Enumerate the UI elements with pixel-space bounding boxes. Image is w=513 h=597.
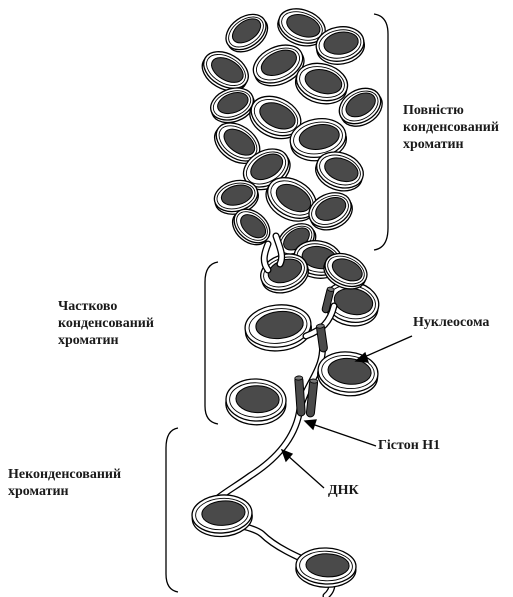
nucleosome-arrow xyxy=(362,336,412,358)
nucleosome-bottom-1 xyxy=(191,493,254,539)
chromatin-fiber xyxy=(191,3,389,596)
label-histone-h1: Гістон Н1 xyxy=(378,437,440,454)
dna-arrow xyxy=(287,455,324,488)
label-partially-condensed-line3: хроматин xyxy=(58,332,154,349)
dna-condensed-linker-1 xyxy=(264,244,268,270)
label-partially-condensed: Частково конденсований хроматин xyxy=(58,298,154,349)
label-uncondensed: Неконденсований хроматин xyxy=(8,466,121,500)
bracket-full xyxy=(374,14,388,250)
label-uncondensed-line1: Неконденсований xyxy=(8,466,121,483)
label-dna: ДНК xyxy=(328,482,359,499)
label-fully-condensed-line1: Повністю xyxy=(403,102,499,119)
label-partially-condensed-line1: Частково xyxy=(58,298,154,315)
label-uncondensed-line2: хроматин xyxy=(8,483,121,500)
label-nucleosome: Нуклеосома xyxy=(413,314,489,331)
label-partially-condensed-line2: конденсований xyxy=(58,315,154,332)
label-fully-condensed-line2: конденсований xyxy=(403,119,499,136)
bracket-partial xyxy=(205,262,218,424)
histone-arrow xyxy=(312,424,376,446)
label-fully-condensed-line3: хроматин xyxy=(403,136,499,153)
nucleosome-bottom-2 xyxy=(295,547,356,588)
label-fully-condensed: Повністю конденсований хроматин xyxy=(403,102,499,153)
dna-arrowhead xyxy=(282,450,292,461)
histone-arrowhead xyxy=(305,420,316,429)
nucleosome-partial-2 xyxy=(243,302,313,354)
nucleosome-condensed-8 xyxy=(206,82,259,128)
bracket-uncondensed xyxy=(166,428,178,592)
nucleosome-partial-4 xyxy=(225,378,287,426)
